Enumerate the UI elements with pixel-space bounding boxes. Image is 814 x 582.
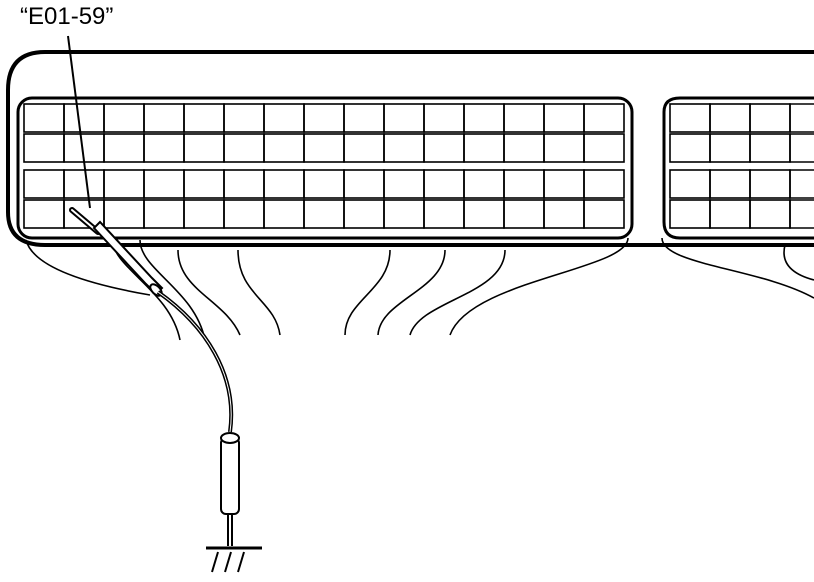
terminal-cavity xyxy=(103,169,145,199)
terminal-cavity xyxy=(709,103,751,133)
terminal-cavity xyxy=(749,103,791,133)
terminal-cavity xyxy=(669,169,711,199)
terminal-cavity xyxy=(503,169,545,199)
terminal-cavity xyxy=(263,199,305,229)
tester-probe xyxy=(69,207,164,297)
terminal-cavity xyxy=(669,199,711,229)
terminal-cavity xyxy=(103,133,145,163)
callout-leader-line xyxy=(67,35,91,209)
terminal-cavity xyxy=(343,169,385,199)
terminal-cavity xyxy=(583,103,625,133)
terminal-cavity xyxy=(63,103,105,133)
terminal-cavity xyxy=(789,133,814,163)
connector-e02 xyxy=(662,96,814,240)
connector-e02-terminal-grid xyxy=(669,103,814,229)
terminal-cavity xyxy=(263,103,305,133)
terminal-cavity xyxy=(23,103,65,133)
terminal-cavity xyxy=(183,169,225,199)
terminal-cavity xyxy=(789,103,814,133)
terminal-cavity xyxy=(383,103,425,133)
terminal-callout-label: “E01-59” xyxy=(20,3,114,30)
terminal-cavity xyxy=(223,199,265,229)
terminal-cavity xyxy=(463,169,505,199)
terminal-cavity xyxy=(503,103,545,133)
terminal-cavity xyxy=(423,199,465,229)
terminal-cavity xyxy=(749,169,791,199)
terminal-cavity xyxy=(543,199,585,229)
terminal-cavity xyxy=(303,199,345,229)
terminal-cavity xyxy=(143,103,185,133)
terminal-cavity xyxy=(749,199,791,229)
terminal-cavity xyxy=(383,199,425,229)
terminal-cavity xyxy=(383,133,425,163)
terminal-cavity xyxy=(503,199,545,229)
terminal-cavity xyxy=(789,169,814,199)
terminal-cavity xyxy=(223,103,265,133)
ground-probe xyxy=(220,432,240,546)
terminal-cavity xyxy=(709,169,751,199)
terminal-cavity xyxy=(669,133,711,163)
terminal-cavity xyxy=(789,199,814,229)
terminal-cavity xyxy=(143,199,185,229)
terminal-cavity xyxy=(503,133,545,163)
terminal-cavity xyxy=(463,103,505,133)
terminal-cavity xyxy=(103,199,145,229)
terminal-cavity xyxy=(583,199,625,229)
terminal-cavity xyxy=(583,133,625,163)
terminal-cavity xyxy=(709,133,751,163)
terminal-cavity xyxy=(303,103,345,133)
connector-e01 xyxy=(16,96,634,240)
terminal-cavity xyxy=(143,169,185,199)
terminal-cavity xyxy=(343,133,385,163)
terminal-cavity xyxy=(183,103,225,133)
terminal-cavity xyxy=(423,103,465,133)
terminal-cavity xyxy=(709,199,751,229)
terminal-cavity xyxy=(749,133,791,163)
terminal-cavity xyxy=(183,199,225,229)
terminal-cavity xyxy=(23,169,65,199)
terminal-cavity xyxy=(343,199,385,229)
terminal-cavity xyxy=(343,103,385,133)
ground-icon xyxy=(206,546,262,573)
terminal-cavity xyxy=(223,169,265,199)
terminal-cavity xyxy=(583,169,625,199)
terminal-cavity xyxy=(423,133,465,163)
connector-e01-terminal-grid xyxy=(23,103,625,229)
terminal-cavity xyxy=(543,133,585,163)
terminal-cavity xyxy=(463,133,505,163)
ecu-housing xyxy=(6,50,814,247)
terminal-cavity xyxy=(543,169,585,199)
terminal-cavity xyxy=(103,103,145,133)
terminal-cavity xyxy=(669,103,711,133)
terminal-cavity xyxy=(303,169,345,199)
wire-harness xyxy=(25,237,814,341)
terminal-cavity xyxy=(223,133,265,163)
terminal-cavity xyxy=(63,169,105,199)
terminal-cavity xyxy=(263,133,305,163)
terminal-cavity xyxy=(183,133,225,163)
terminal-cavity xyxy=(383,169,425,199)
terminal-cavity xyxy=(23,133,65,163)
terminal-cavity xyxy=(23,199,65,229)
terminal-cavity xyxy=(543,103,585,133)
terminal-cavity xyxy=(263,169,305,199)
terminal-cavity xyxy=(303,133,345,163)
terminal-cavity xyxy=(423,169,465,199)
terminal-cavity xyxy=(463,199,505,229)
terminal-cavity xyxy=(143,133,185,163)
